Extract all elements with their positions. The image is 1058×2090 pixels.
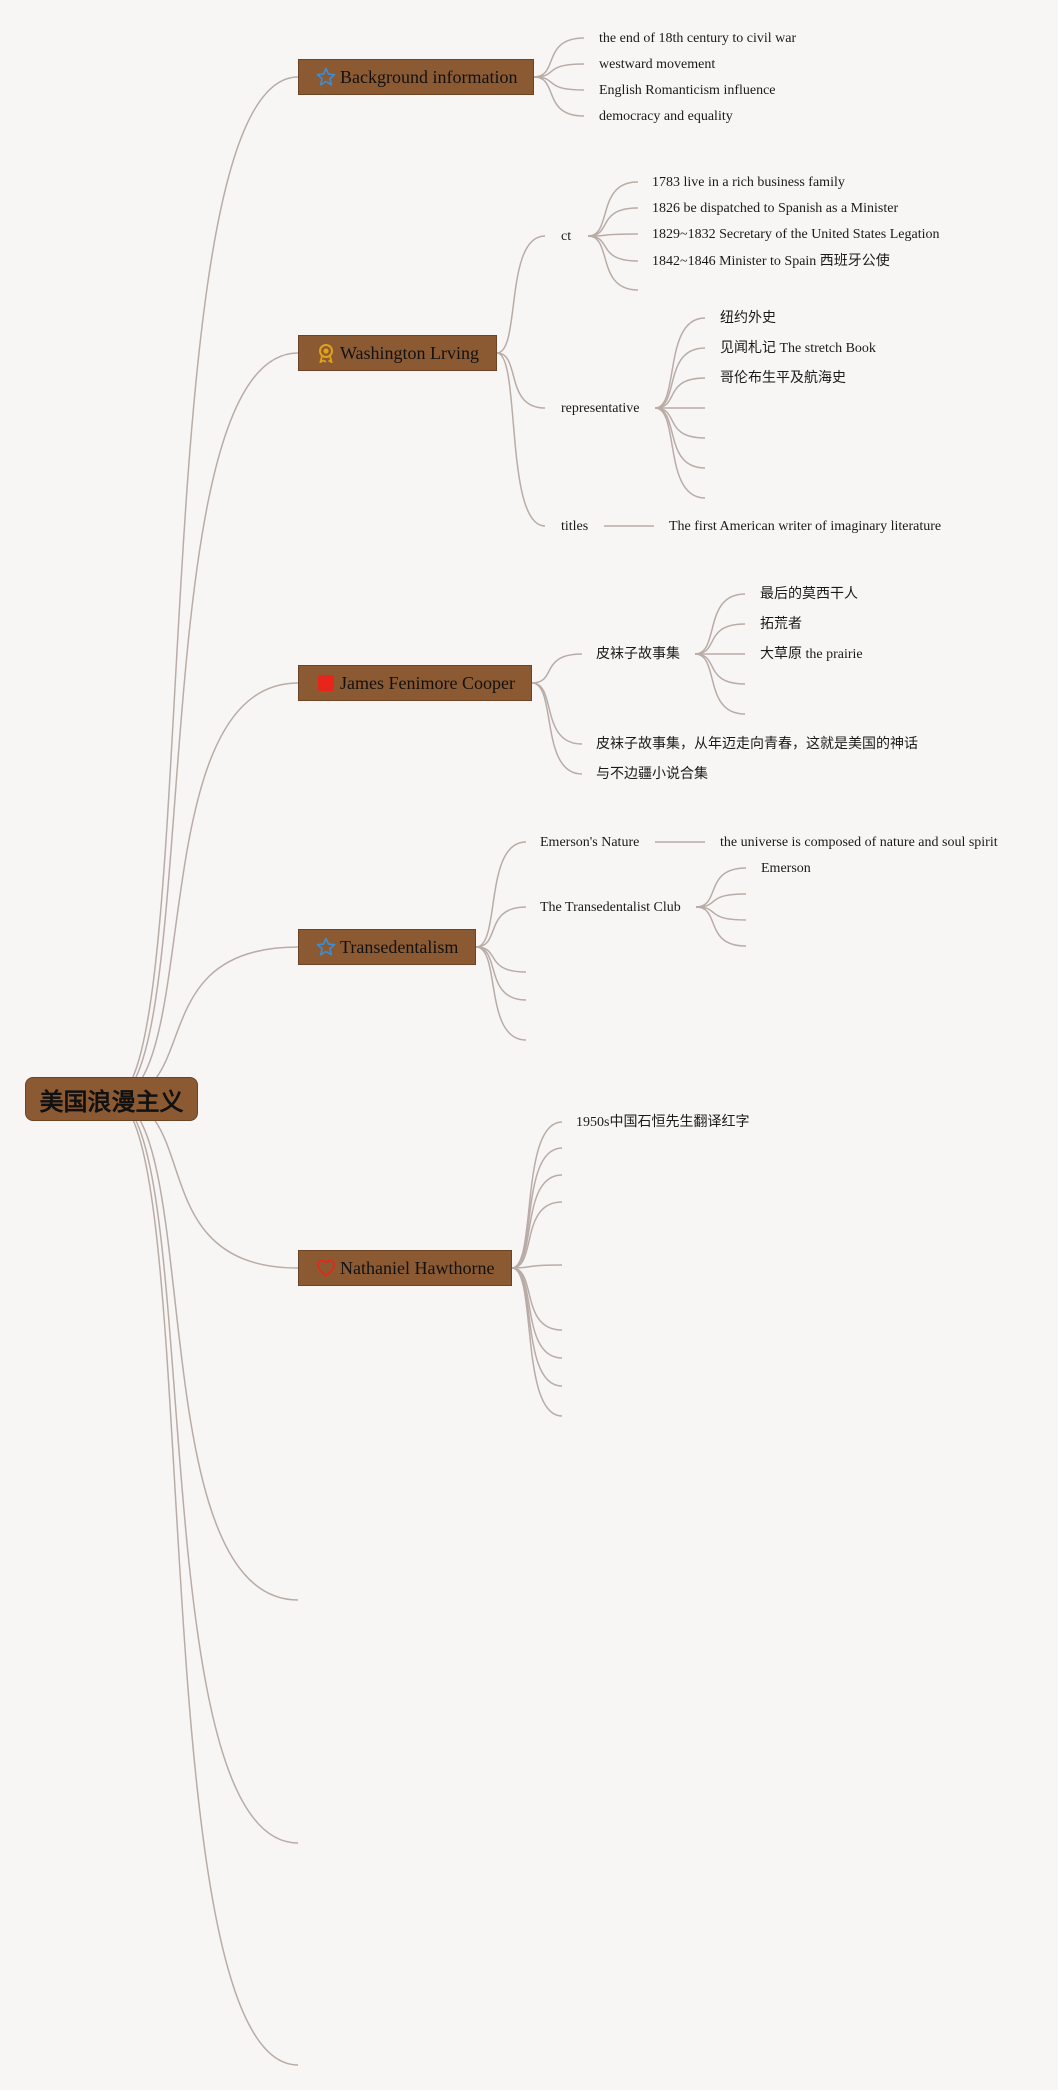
- hawthorne-connector: [511, 1267, 563, 1359]
- topic-label: Washington Lrving: [340, 342, 480, 363]
- irving-connector: [496, 235, 546, 354]
- subtopic-titles[interactable]: titles: [561, 519, 589, 534]
- representative-connector: [654, 407, 706, 499]
- ct-connector: [587, 235, 639, 262]
- subtopic-myth[interactable]: 皮袜子故事集，从年迈走向青春，这就是美国的神话: [596, 737, 918, 752]
- root-connector: [111, 1098, 299, 2066]
- transcendentalism-connector: [475, 841, 527, 948]
- topic-transcendentalism[interactable]: Transedentalism: [298, 929, 476, 965]
- hawthorne-connector: [511, 1201, 563, 1269]
- ct-connector: [587, 235, 639, 291]
- root-topic[interactable]: 美国浪漫主义: [25, 1077, 198, 1121]
- hawthorne-connector: [511, 1264, 563, 1269]
- hawthorne-connector: [511, 1174, 563, 1269]
- hawthorne-item[interactable]: 1950s中国石恒先生翻译红字: [576, 1115, 750, 1130]
- topic-nathaniel-hawthorne[interactable]: Nathaniel Hawthorne: [298, 1250, 512, 1286]
- ct-item[interactable]: 1826 be dispatched to Spanish as a Minis…: [652, 201, 899, 216]
- cooper-connector: [531, 682, 583, 775]
- topic-label: James Fenimore Cooper: [340, 672, 515, 693]
- background-connector: [533, 37, 585, 78]
- ct-connector: [587, 207, 639, 237]
- hawthorne-connector: [511, 1267, 563, 1417]
- leatherstocking-item[interactable]: 大草原 the prairie: [760, 647, 863, 662]
- representative-connector: [654, 377, 706, 409]
- leatherstocking-connector: [694, 593, 746, 655]
- club-item[interactable]: Emerson: [761, 861, 811, 876]
- leatherstocking-connector: [694, 653, 746, 685]
- ct-connector: [587, 233, 639, 237]
- ct-connector: [587, 181, 639, 237]
- representative-item[interactable]: 见闻札记 The stretch Book: [720, 341, 876, 356]
- representative-item[interactable]: 纽约外史: [720, 311, 776, 326]
- subtopic-emersons-nature[interactable]: Emerson's Nature: [540, 835, 640, 850]
- topic-washington-irving[interactable]: Washington Lrving: [298, 335, 497, 371]
- hawthorne-connector: [511, 1267, 563, 1387]
- background-item[interactable]: the end of 18th century to civil war: [599, 31, 797, 46]
- topic-label: Transedentalism: [340, 936, 459, 957]
- subtopic-transcendentalist-club[interactable]: The Transedentalist Club: [540, 900, 681, 915]
- transcendentalism-connector: [475, 946, 527, 1041]
- cooper-connector: [531, 653, 583, 684]
- topic-label: Nathaniel Hawthorne: [340, 1257, 495, 1278]
- ct-item[interactable]: 1829~1832 Secretary of the United States…: [652, 227, 940, 242]
- background-item[interactable]: westward movement: [599, 57, 716, 72]
- topic-label: Background information: [340, 66, 518, 87]
- root-connector: [111, 76, 299, 1100]
- ct-item[interactable]: 1783 live in a rich business family: [652, 175, 845, 190]
- representative-item[interactable]: 哥伦布生平及航海史: [720, 371, 846, 386]
- red-square-icon: [315, 672, 337, 694]
- subtopic-ct[interactable]: ct: [561, 229, 572, 244]
- topic-background-information[interactable]: Background information: [298, 59, 534, 95]
- hawthorne-connector: [511, 1147, 563, 1269]
- hawthorne-connector: [511, 1267, 563, 1331]
- transcendentalism-connector: [475, 946, 527, 1001]
- background-item[interactable]: democracy and equality: [599, 109, 733, 124]
- representative-connector: [654, 317, 706, 409]
- star-icon: [315, 936, 337, 958]
- transcendentalism-connector: [475, 906, 527, 948]
- leatherstocking-connector: [694, 653, 746, 715]
- root-connector: [111, 1098, 299, 1269]
- subtopic-frontier[interactable]: 与不边疆小说合集: [596, 767, 708, 782]
- representative-connector: [654, 347, 706, 409]
- club-connector: [695, 906, 747, 947]
- irving-connector: [496, 352, 546, 409]
- heart-icon: [315, 1257, 337, 1279]
- root-connector: [111, 682, 299, 1100]
- award-ribbon-icon: [315, 342, 337, 364]
- star-icon: [315, 66, 337, 88]
- topic-james-fenimore-cooper[interactable]: James Fenimore Cooper: [298, 665, 532, 701]
- root-connector: [111, 352, 299, 1100]
- root-connector: [111, 1098, 299, 1601]
- root-connector: [111, 1098, 299, 1844]
- subtopic-representative[interactable]: representative: [561, 401, 640, 416]
- nature-item[interactable]: the universe is composed of nature and s…: [720, 835, 998, 850]
- leatherstocking-connector: [694, 623, 746, 655]
- ct-item[interactable]: 1842~1846 Minister to Spain 西班牙公使: [652, 254, 890, 269]
- background-item[interactable]: English Romanticism influence: [599, 83, 776, 98]
- club-connector: [695, 867, 747, 908]
- background-connector: [533, 76, 585, 117]
- leatherstocking-item[interactable]: 拓荒者: [760, 617, 802, 632]
- titles-item[interactable]: The first American writer of imaginary l…: [669, 519, 942, 534]
- subtopic-leatherstocking[interactable]: 皮袜子故事集: [596, 647, 680, 662]
- irving-connector: [496, 352, 546, 527]
- cooper-connector: [531, 682, 583, 745]
- leatherstocking-item[interactable]: 最后的莫西干人: [760, 587, 858, 602]
